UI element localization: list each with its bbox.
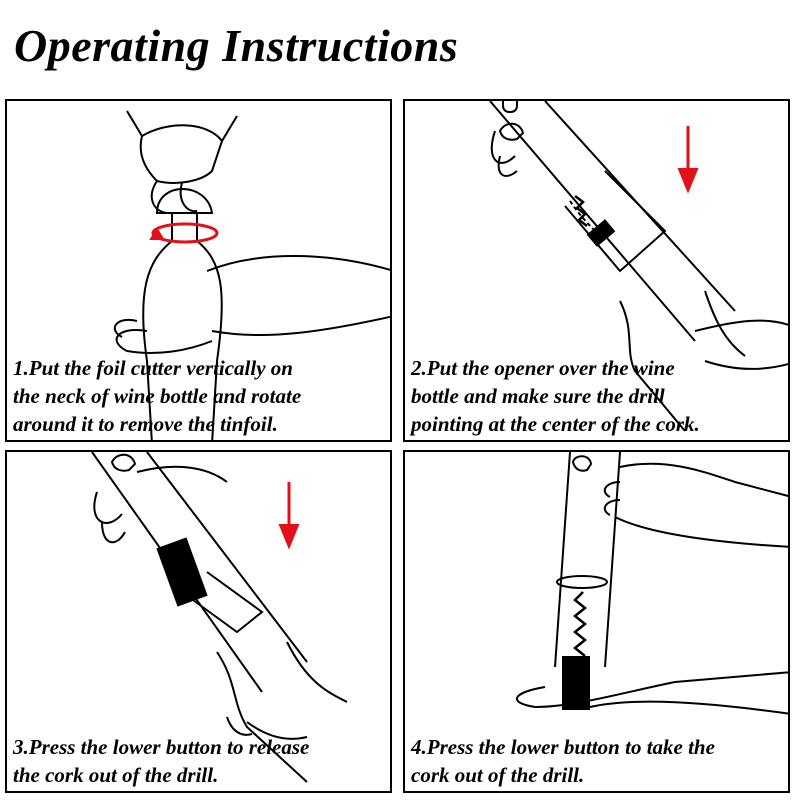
step-3-caption: 3.Press the lower button to release the … (13, 733, 386, 789)
instruction-panel-3: 3.Press the lower button to release the … (5, 450, 392, 793)
instruction-panel-2: 2.Put the opener over the wine bottle an… (403, 99, 790, 442)
step-1-caption: 1.Put the foil cutter vertically on the … (13, 354, 386, 438)
page-title: Operating Instructions (14, 6, 458, 86)
instruction-panel-4: 4.Press the lower button to take the cor… (403, 450, 790, 793)
step-2-caption: 2.Put the opener over the wine bottle an… (411, 354, 784, 438)
step-4-caption: 4.Press the lower button to take the cor… (411, 733, 784, 789)
instruction-panel-1: 1.Put the foil cutter vertically on the … (5, 99, 392, 442)
